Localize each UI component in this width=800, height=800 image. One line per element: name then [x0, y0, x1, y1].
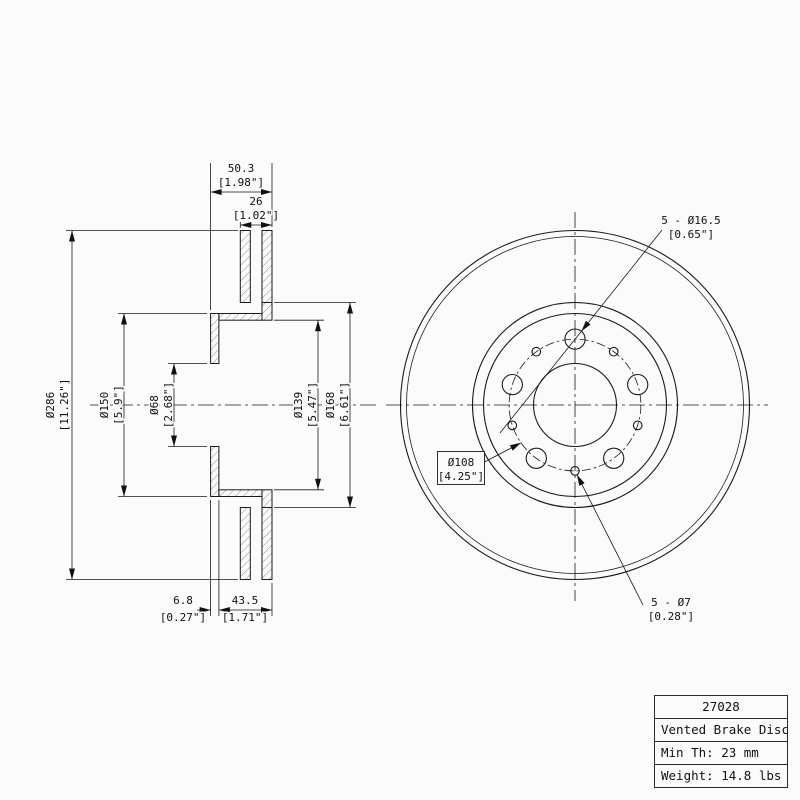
callout-bolt-circle-mm: Ø108: [448, 456, 475, 469]
title-block: 27028 Vented Brake Disc Min Th: 23 mm We…: [654, 695, 788, 788]
dim-ring-inner-dia-in: [6.61"]: [338, 382, 351, 428]
small-hole: [507, 420, 518, 431]
dim-hat-diameter: Ø150 [5.9"]: [97, 313, 207, 497]
hat-wall-top: [218, 313, 263, 321]
dim-hat-depth: 43.5 [1.71"]: [218, 583, 273, 626]
dim-hat-dia-in: [5.9"]: [112, 385, 125, 425]
outboard-plate-top: [261, 230, 273, 303]
inboard-plate-bottom: [239, 507, 251, 580]
mounting-flange-top: [210, 313, 220, 364]
dim-flange-th-mm: 6.8: [173, 594, 193, 607]
small-hole: [531, 346, 542, 357]
lug-hole: [564, 328, 586, 350]
callout-lug-holes-in: [0.65"]: [668, 228, 714, 241]
dim-overall-width-in: [1.98"]: [218, 176, 264, 189]
dim-ring-width: 26 [1.02"]: [231, 194, 281, 228]
dim-hat-inner-diameter: Ø139 [5.47"]: [274, 319, 324, 491]
title-block-part-number: 27028: [702, 699, 740, 714]
dim-ring-width-in: [1.02"]: [233, 209, 279, 222]
callout-lug-holes: 5 - Ø16.5 [0.65"]: [499, 213, 722, 434]
dim-flange-th-in: [0.27"]: [160, 611, 206, 624]
title-block-weight: Weight: 14.8 lbs: [655, 764, 787, 787]
bolt-circle-label-box: [437, 451, 485, 485]
dim-outer-diameter: Ø286 [11.26"]: [43, 230, 238, 580]
lug-hole: [603, 447, 625, 469]
dim-outer-dia-in: [11.26"]: [58, 379, 71, 432]
small-holes: [507, 346, 643, 476]
dim-ring-inner-dia-mm: Ø168: [324, 392, 337, 419]
hat-wall-bottom: [218, 489, 263, 497]
dim-bore-diameter: Ø68 [2.68"]: [147, 363, 207, 447]
inboard-plate-top: [239, 230, 251, 303]
friction-ring-inner-circle: [471, 301, 679, 509]
dim-hat-depth-mm: 43.5: [232, 594, 259, 607]
callout-small-holes-in: [0.28"]: [648, 610, 694, 623]
hat-web-bottom: [261, 489, 273, 508]
callout-bolt-circle: Ø108 [4.25"]: [436, 442, 522, 485]
lug-hole: [525, 447, 547, 469]
title-block-min-thickness: Min Th: 23 mm: [655, 741, 787, 764]
lug-holes: [501, 328, 649, 469]
mounting-flange-bottom: [210, 446, 220, 497]
small-hole: [570, 466, 580, 476]
callout-lug-holes-mm: 5 - Ø16.5: [661, 214, 721, 227]
lug-hole: [627, 373, 649, 396]
small-hole: [632, 420, 643, 431]
dim-overall-width-mm: 50.3: [228, 162, 255, 175]
cross-section-view: 50.3 [1.98"] 26 [1.02"] Ø286 [11.26"] Ø1…: [43, 161, 380, 626]
section-solid-bottom: [210, 446, 273, 580]
center-bore-circle: [532, 362, 618, 448]
outer-diameter-circle: [399, 229, 751, 581]
hat-outer-circle: [482, 312, 668, 498]
dim-hat-inner-dia-in: [5.47"]: [306, 382, 319, 428]
hat-web-top: [261, 302, 273, 321]
dim-hat-inner-dia-mm: Ø139: [292, 392, 305, 419]
dim-ring-width-mm: 26: [249, 195, 262, 208]
dim-bore-dia-mm: Ø68: [148, 395, 161, 415]
title-block-product-type: Vented Brake Disc: [655, 718, 787, 741]
dim-outer-dia-mm: Ø286: [44, 392, 57, 419]
outboard-plate-bottom: [261, 507, 273, 580]
dim-overall-width: 50.3 [1.98"]: [210, 161, 273, 310]
dim-flange-thickness: 6.8 [0.27"]: [158, 500, 220, 626]
lug-hole: [501, 373, 523, 396]
dim-hat-dia-mm: Ø150: [98, 392, 111, 419]
callout-bolt-circle-in: [4.25"]: [438, 470, 484, 483]
dim-bore-dia-in: [2.68"]: [162, 382, 175, 428]
dim-hat-depth-in: [1.71"]: [222, 611, 268, 624]
small-hole: [608, 346, 619, 357]
callout-small-holes-mm: 5 - Ø7: [651, 596, 691, 609]
dim-ring-inner-diameter: Ø168 [6.61"]: [274, 302, 356, 508]
outer-chamfer-circle: [406, 236, 744, 574]
front-view: 5 - Ø16.5 [0.65"] Ø108 [4.25"] 5 - Ø7 [0…: [386, 212, 768, 625]
section-solid-top: [210, 230, 273, 364]
callout-small-holes: 5 - Ø7 [0.28"]: [576, 474, 696, 625]
